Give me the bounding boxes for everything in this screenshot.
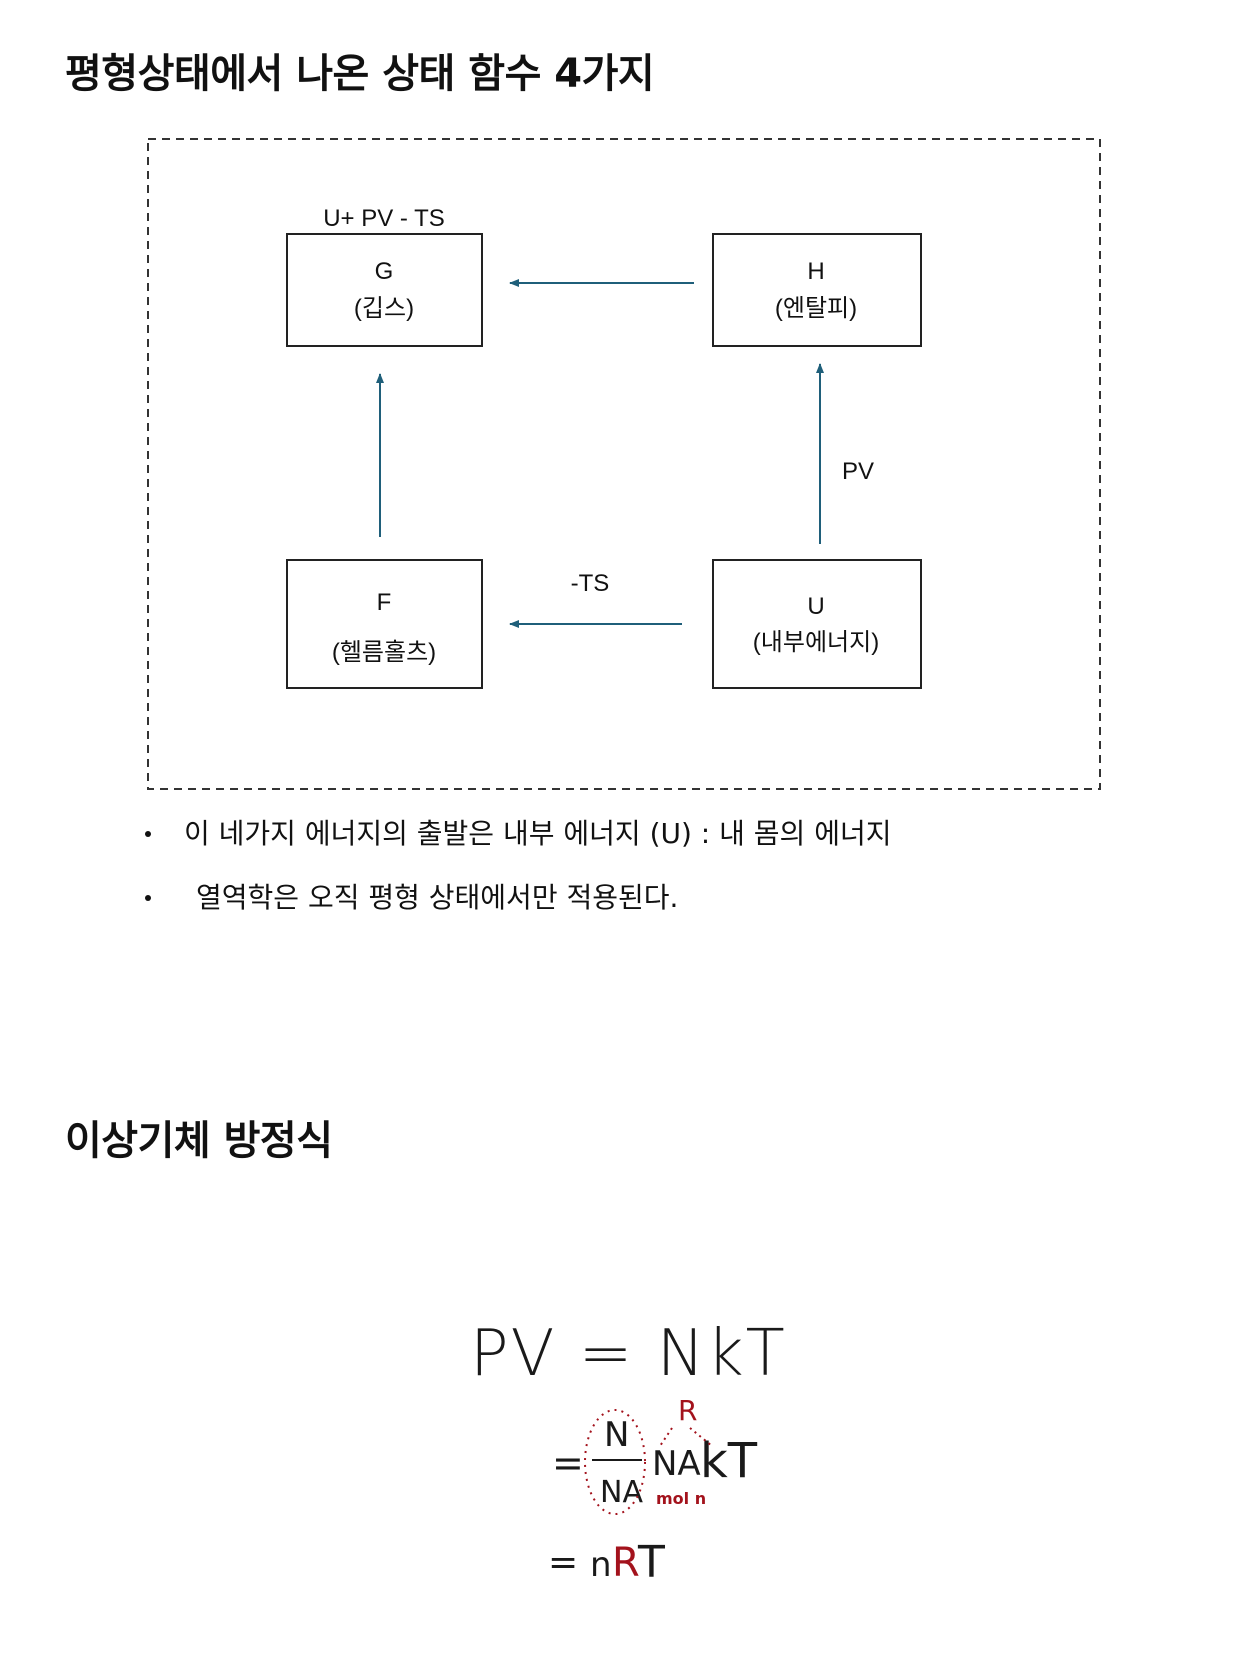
enthalpy-name: (엔탈피) (775, 295, 857, 322)
box-gibbs (286, 233, 483, 347)
ideal-gas-handwriting: PV = NkT = N NA NA kT R mol n = n R T (470, 1317, 787, 1588)
dashed-frame (147, 138, 1101, 790)
bullet-text: 열역학은 오직 평형 상태에서만 적용된다. (196, 881, 679, 914)
box-enthalpy (712, 233, 922, 347)
bullet-list: 이 네가지 에너지의 출발은 내부 에너지 (U) : 내 몸의 에너지 열역학… (145, 820, 892, 948)
equation-line-3-equals: = (548, 1542, 578, 1583)
bullet-dot-icon (145, 895, 151, 901)
helmholtz-name: (헬름홀츠) (332, 639, 436, 666)
fraction-denominator: NA (600, 1475, 643, 1510)
section-title: 이상기체 방정식 (65, 1118, 333, 1164)
t-term: T (637, 1537, 665, 1588)
cancel-circle (584, 1409, 646, 1515)
box-internal-energy (712, 559, 922, 689)
internal-symbol: U (807, 593, 824, 620)
r-annotation: R (678, 1394, 697, 1427)
pv-label: PV (842, 458, 874, 485)
top-label: U+ PV - TS (323, 205, 445, 232)
page-title: 평형상태에서 나온 상태 함수 4가지 (65, 51, 655, 97)
enthalpy-symbol: H (807, 258, 824, 285)
r-term: R (612, 1540, 640, 1586)
helmholtz-symbol: F (377, 589, 392, 616)
n-term: n (590, 1545, 612, 1585)
gibbs-name: (깁스) (354, 295, 414, 322)
ts-label: -TS (571, 570, 610, 597)
avogadro-factor: NA (652, 1444, 701, 1484)
gibbs-symbol: G (375, 258, 394, 285)
internal-name: (내부에너지) (753, 629, 879, 656)
bullet-dot-icon (145, 831, 151, 837)
bullet-text: 이 네가지 에너지의 출발은 내부 에너지 (U) : 내 몸의 에너지 (184, 817, 892, 850)
fraction-numerator: N (604, 1415, 629, 1455)
mol-annotation: mol n (656, 1489, 706, 1508)
equation-line-1: PV = NkT (470, 1317, 787, 1391)
bullet-item: 이 네가지 에너지의 출발은 내부 에너지 (U) : 내 몸의 에너지 (145, 820, 892, 848)
box-helmholtz (286, 559, 483, 689)
equation-line-2-equals: = (552, 1441, 584, 1485)
bullet-item: 열역학은 오직 평형 상태에서만 적용된다. (145, 884, 892, 912)
r-dotted-bracket (659, 1427, 713, 1447)
kt-term: kT (700, 1433, 758, 1489)
